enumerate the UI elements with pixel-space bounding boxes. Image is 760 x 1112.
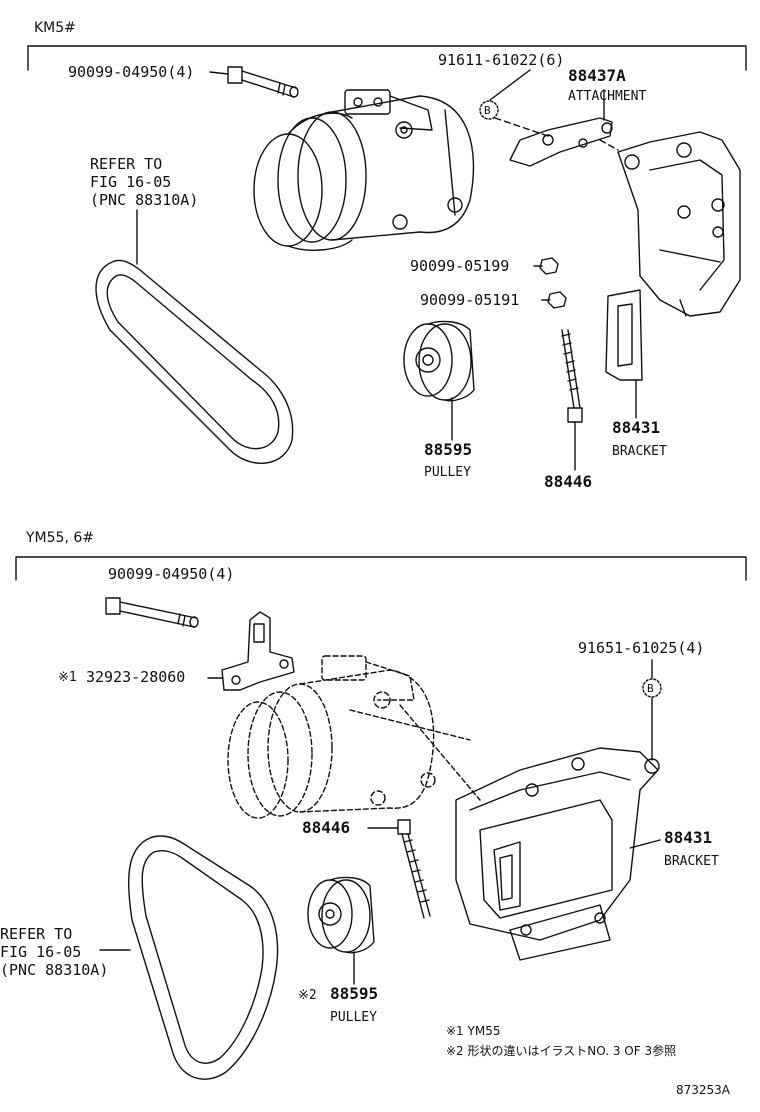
plate-note-mark: ※1 [58, 670, 77, 685]
long-bolt-2 [367, 819, 431, 919]
refer-line-1: REFER TO [90, 155, 163, 173]
bracket-1 [605, 131, 741, 419]
b-marker-1: B [484, 104, 491, 117]
compressor-1 [253, 89, 475, 251]
label-pulley-name-2: PULLEY [330, 1010, 377, 1025]
label-attachment-number: 88437A [568, 66, 626, 85]
label-pulley-number: 88595 [424, 440, 473, 459]
belt-1 [95, 209, 294, 464]
label-stud-91611-61022: 91611-61022(6) [438, 51, 565, 69]
label-bracket-number: 88431 [612, 418, 661, 437]
label-bracket-number-2: 88431 [664, 828, 713, 847]
label-bolt-90099-04950-2: 90099-04950(4) [108, 565, 235, 583]
refer-line-1-2: REFER TO [0, 925, 73, 943]
note-2: ※2 形状の違いはイラストNO. 3 OF 3参照 [446, 1044, 677, 1058]
nut-2 [541, 291, 567, 309]
note-1: ※1 YM55 [446, 1024, 501, 1038]
label-bracket-name-2: BRACKET [664, 854, 719, 869]
refer-line-3-2: (PNC 88310A) [0, 961, 109, 979]
refer-line-2: FIG 16-05 [90, 173, 172, 191]
label-nut-90099-05191: 90099-05191 [420, 291, 520, 309]
label-pulley-name: PULLEY [424, 465, 471, 480]
label-bolt-90099-04950: 90099-04950(4) [68, 63, 195, 81]
belt-2 [99, 835, 279, 1080]
section-header-ym55: YM55, 6# [26, 530, 94, 546]
figure-id: 873253A [676, 1083, 731, 1097]
label-bolt-88446: 88446 [544, 472, 593, 491]
attachment-1 [509, 89, 613, 167]
label-pulley-number-2: 88595 [330, 984, 379, 1003]
plate-2 [207, 611, 295, 691]
pulley-note-mark: ※2 [298, 988, 317, 1003]
b-marker-2: B [647, 682, 654, 695]
bracket-2 [455, 747, 661, 961]
section-2-frame [15, 556, 747, 581]
nut-1 [533, 257, 559, 275]
label-attachment-name: ATTACHMENT [568, 89, 647, 104]
refer-line-3: (PNC 88310A) [90, 191, 199, 209]
bolt-2 [105, 597, 199, 628]
label-stud-91651-61025: 91651-61025(4) [578, 639, 705, 657]
label-bolt-88446-2: 88446 [302, 818, 351, 837]
compressor-2 [227, 655, 481, 819]
section-header-km5: KM5# [34, 20, 76, 36]
long-bolt-1 [561, 329, 583, 471]
label-plate-32923-28060: 32923-28060 [86, 668, 186, 686]
section-1-frame [27, 45, 747, 71]
refer-line-2-2: FIG 16-05 [0, 943, 82, 961]
label-bracket-name: BRACKET [612, 444, 667, 459]
pulley-2 [307, 876, 375, 985]
label-nut-90099-05199: 90099-05199 [410, 257, 510, 275]
bolt-1 [209, 66, 299, 98]
pulley-1 [403, 320, 475, 441]
